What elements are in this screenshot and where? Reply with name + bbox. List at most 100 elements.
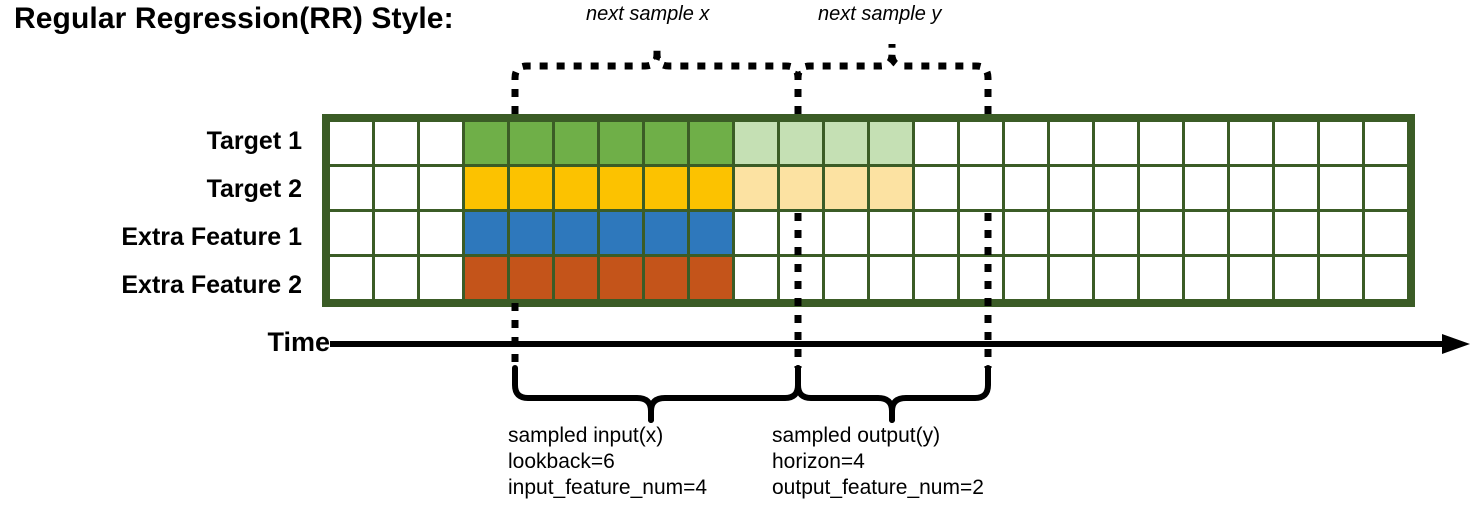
- grid-cell-r3-c10: [732, 209, 780, 257]
- grid-cell-r3-c17: [1047, 209, 1095, 257]
- grid-cell-r3-c14: [912, 209, 960, 257]
- grid-cell-r2-c14: [912, 164, 960, 212]
- grid-cell-r3-c4: [462, 209, 510, 257]
- row-label-target-2: Target 2: [206, 175, 302, 203]
- grid-cell-r2-c16: [1002, 164, 1050, 212]
- bottom-brace-output: [795, 365, 991, 423]
- grid-cell-r4-c11: [777, 254, 825, 302]
- grid-cell-r3-c2: [372, 209, 420, 257]
- sampled-output-title: sampled output(y): [772, 424, 941, 447]
- grid-cell-r2-c4: [462, 164, 510, 212]
- timeseries-grid-table: [327, 119, 1410, 302]
- grid-cell-r4-c22: [1272, 254, 1320, 302]
- grid-cell-r3-c21: [1227, 209, 1275, 257]
- grid-cell-r2-c18: [1092, 164, 1140, 212]
- time-axis-arrow: [330, 334, 1470, 354]
- grid-cell-r3-c22: [1272, 209, 1320, 257]
- grid-cell-r4-c8: [642, 254, 690, 302]
- grid-cell-r4-c15: [957, 254, 1005, 302]
- grid-cell-r2-c15: [957, 164, 1005, 212]
- grid-cell-r1-c13: [867, 119, 915, 167]
- grid-cell-r1-c7: [597, 119, 645, 167]
- grid-cell-r2-c21: [1227, 164, 1275, 212]
- grid-cell-r2-c20: [1182, 164, 1230, 212]
- grid-cell-r4-c7: [597, 254, 645, 302]
- grid-cell-r3-c20: [1182, 209, 1230, 257]
- grid-cell-r4-c13: [867, 254, 915, 302]
- grid-cell-r1-c11: [777, 119, 825, 167]
- grid-cell-r4-c6: [552, 254, 600, 302]
- grid-cell-r1-c2: [372, 119, 420, 167]
- grid-cell-r3-c5: [507, 209, 555, 257]
- grid-cell-r1-c16: [1002, 119, 1050, 167]
- grid-cell-r4-c18: [1092, 254, 1140, 302]
- grid-cell-r2-c10: [732, 164, 780, 212]
- annotation-next-sample-y: next sample y: [818, 3, 942, 25]
- grid-row-extra-feature-1: [327, 209, 1410, 257]
- grid-cell-r3-c24: [1362, 209, 1410, 257]
- grid-cell-r3-c18: [1092, 209, 1140, 257]
- bottom-brace-input: [512, 365, 801, 423]
- grid-cell-r1-c12: [822, 119, 870, 167]
- sampled-input-feature-num: input_feature_num=4: [508, 476, 708, 499]
- grid-cell-r1-c4: [462, 119, 510, 167]
- annotation-next-sample-x: next sample x: [586, 3, 710, 25]
- row-label-column: Target 1 Target 2 Extra Feature 1 Extra …: [0, 117, 310, 309]
- grid-cell-r4-c5: [507, 254, 555, 302]
- grid-cell-r1-c20: [1182, 119, 1230, 167]
- grid-cell-r2-c6: [552, 164, 600, 212]
- grid-cell-r3-c19: [1137, 209, 1185, 257]
- grid-cell-r1-c5: [507, 119, 555, 167]
- grid-cell-r1-c6: [552, 119, 600, 167]
- grid-cell-r1-c10: [732, 119, 780, 167]
- grid-cell-r1-c17: [1047, 119, 1095, 167]
- grid-cell-r3-c3: [417, 209, 465, 257]
- grid-cell-r3-c6: [552, 209, 600, 257]
- grid-cell-r4-c9: [687, 254, 735, 302]
- sampled-output-horizon: horizon=4: [772, 450, 865, 473]
- grid-cell-r2-c3: [417, 164, 465, 212]
- row-label-target-1: Target 1: [206, 127, 302, 155]
- grid-cell-r2-c24: [1362, 164, 1410, 212]
- grid-cell-r2-c11: [777, 164, 825, 212]
- grid-cell-r3-c13: [867, 209, 915, 257]
- grid-cell-r3-c7: [597, 209, 645, 257]
- row-label-extra-feature-2: Extra Feature 2: [121, 271, 302, 299]
- grid-cell-r2-c8: [642, 164, 690, 212]
- annotation-sampled-output: sampled output(y) horizon=4 output_featu…: [772, 423, 984, 501]
- grid-cell-r3-c9: [687, 209, 735, 257]
- grid-cell-r2-c22: [1272, 164, 1320, 212]
- annotation-sampled-input: sampled input(x) lookback=6 input_featur…: [508, 423, 707, 501]
- grid-cell-r4-c23: [1317, 254, 1365, 302]
- grid-cell-r3-c16: [1002, 209, 1050, 257]
- grid-cell-r1-c8: [642, 119, 690, 167]
- grid-cell-r3-c8: [642, 209, 690, 257]
- grid-cell-r3-c11: [777, 209, 825, 257]
- grid-cell-r2-c12: [822, 164, 870, 212]
- sampled-input-lookback: lookback=6: [508, 450, 615, 473]
- grid-cell-r4-c3: [417, 254, 465, 302]
- grid-cell-r4-c24: [1362, 254, 1410, 302]
- grid-cell-r1-c22: [1272, 119, 1320, 167]
- grid-cell-r3-c12: [822, 209, 870, 257]
- grid-cell-r1-c14: [912, 119, 960, 167]
- grid-cell-r2-c17: [1047, 164, 1095, 212]
- grid-row-target-1: [327, 119, 1410, 167]
- grid-cell-r1-c9: [687, 119, 735, 167]
- grid-cell-r1-c23: [1317, 119, 1365, 167]
- grid-cell-r2-c5: [507, 164, 555, 212]
- grid-cell-r4-c19: [1137, 254, 1185, 302]
- grid-cell-r2-c13: [867, 164, 915, 212]
- grid-cell-r4-c1: [327, 254, 375, 302]
- grid-cell-r1-c21: [1227, 119, 1275, 167]
- top-brace-x: [511, 44, 802, 114]
- grid-cell-r1-c1: [327, 119, 375, 167]
- grid-cell-r4-c2: [372, 254, 420, 302]
- top-brace-y: [794, 44, 992, 114]
- page-title: Regular Regression(RR) Style:: [14, 2, 454, 35]
- time-axis-label: Time: [267, 327, 330, 357]
- grid-cell-r1-c15: [957, 119, 1005, 167]
- grid-cell-r4-c4: [462, 254, 510, 302]
- grid-cell-r2-c7: [597, 164, 645, 212]
